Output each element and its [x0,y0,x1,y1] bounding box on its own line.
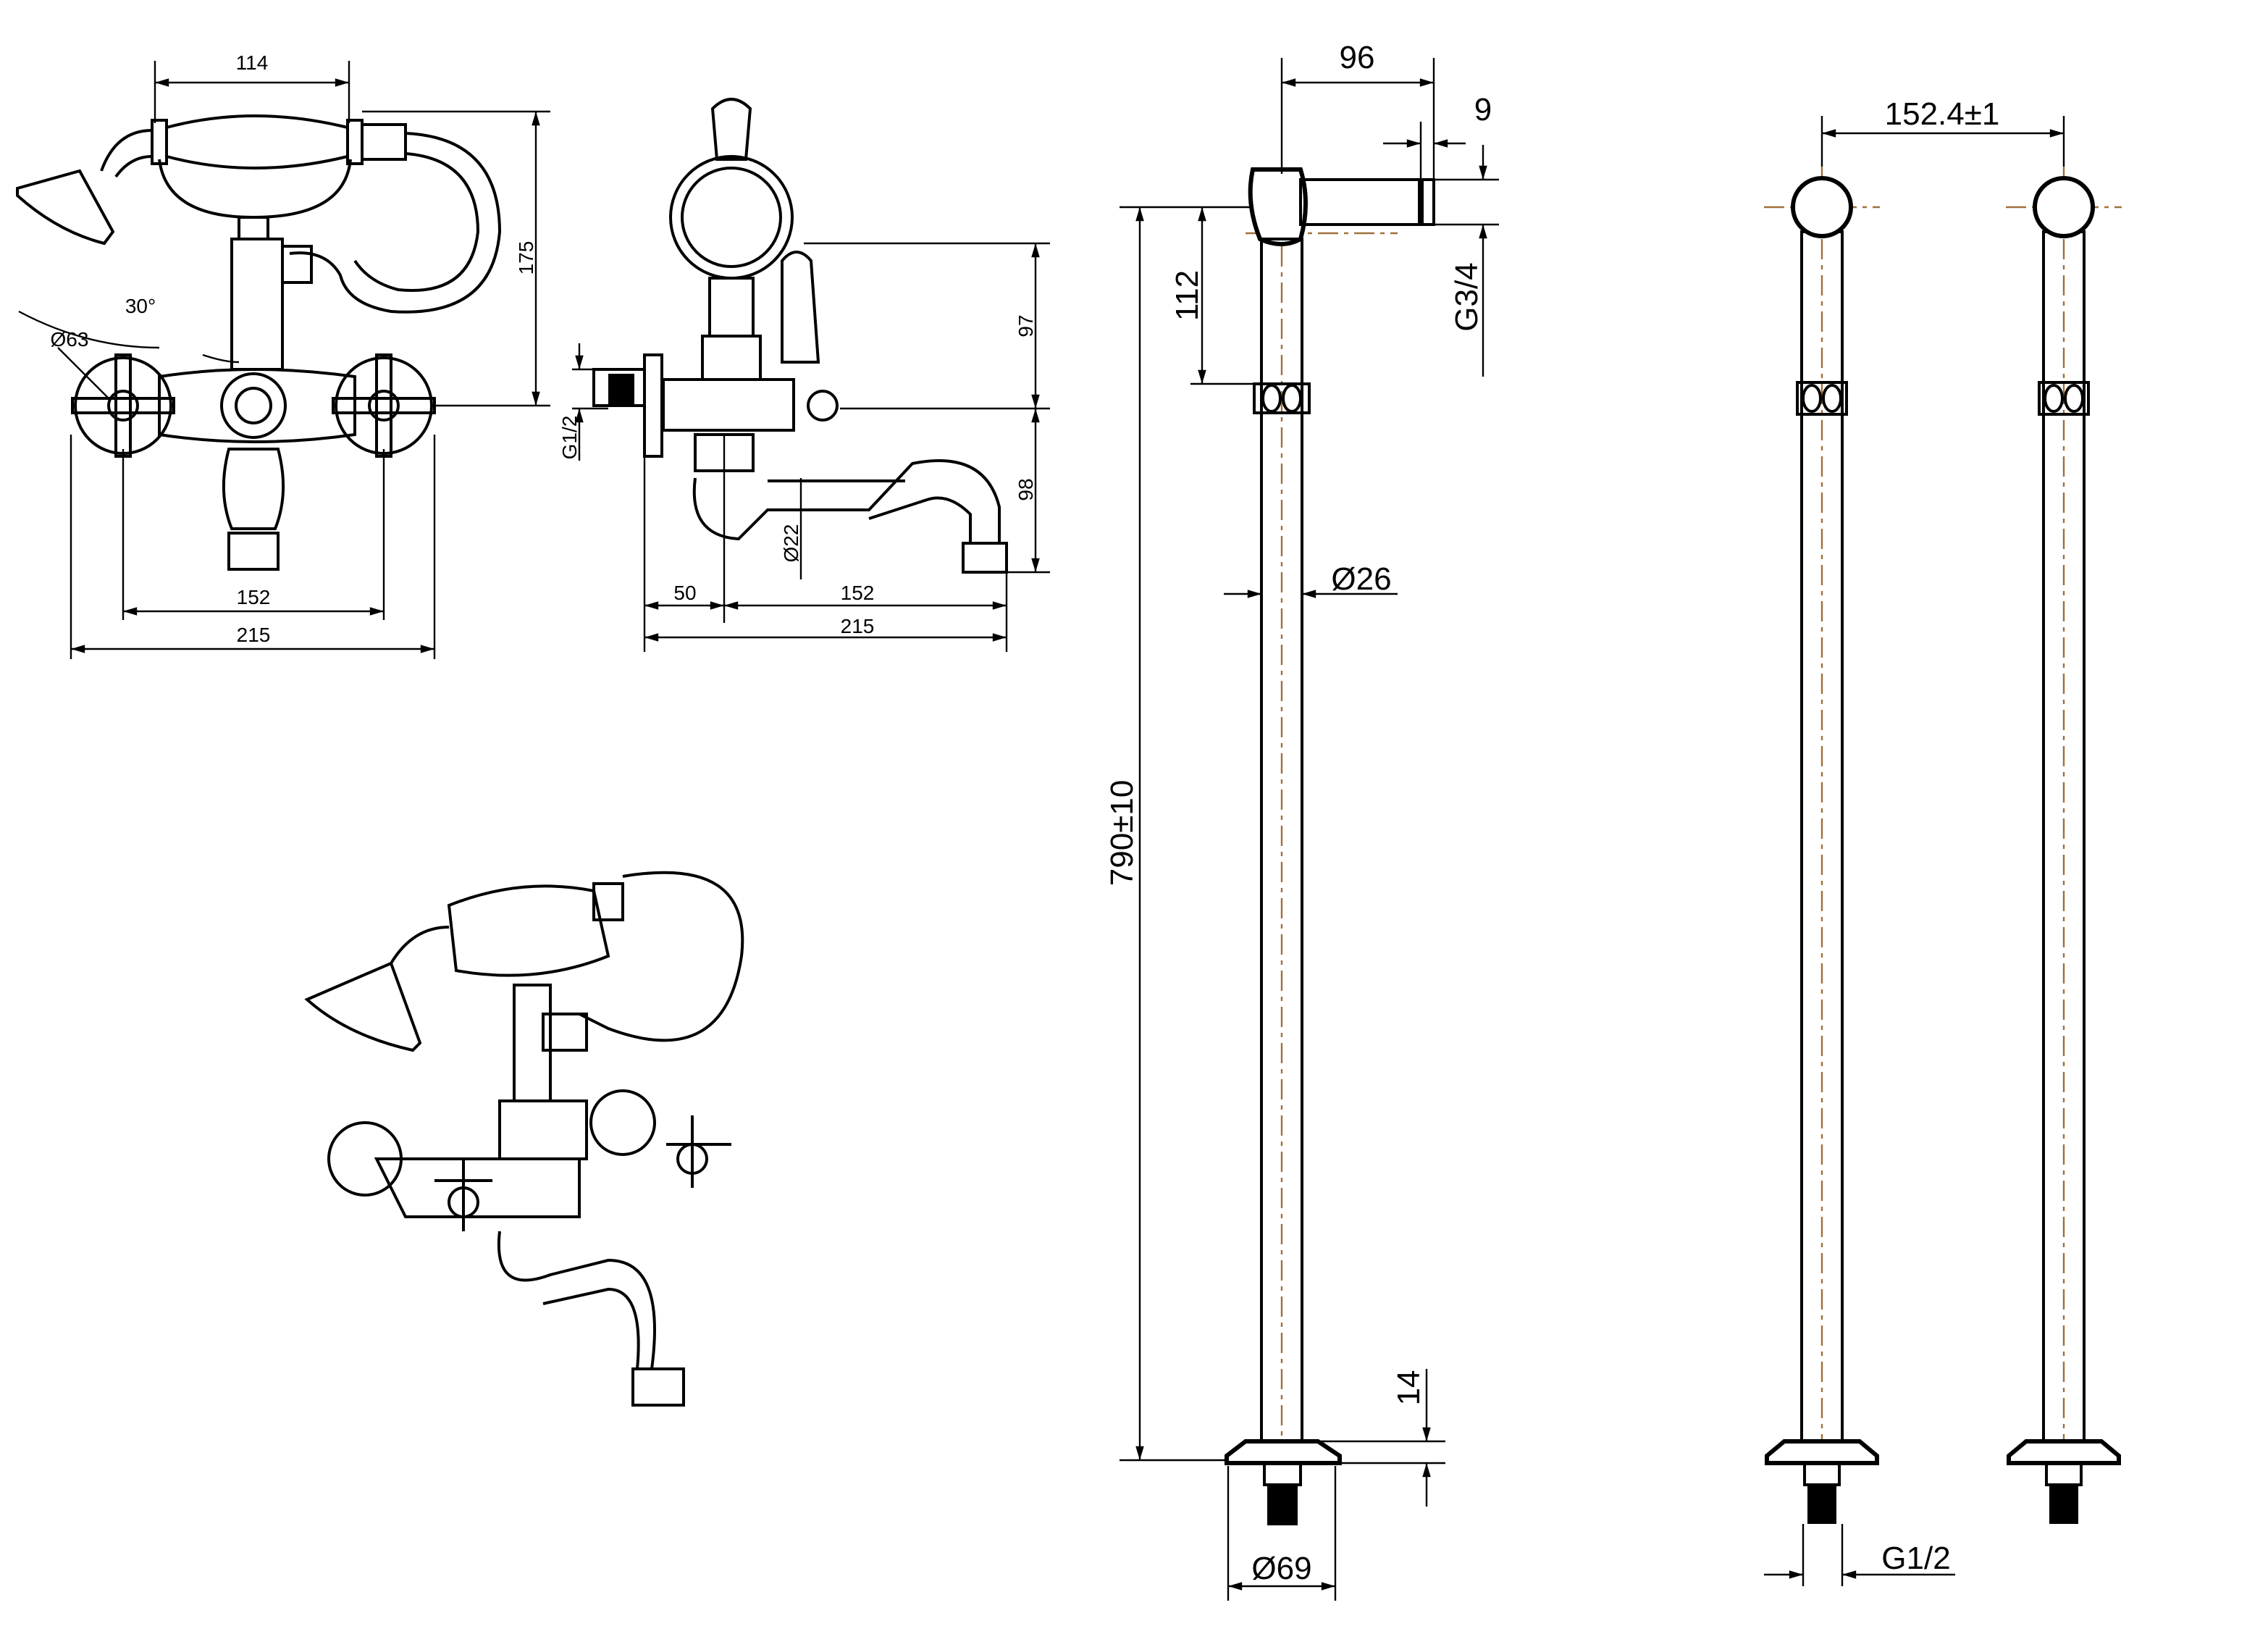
dim-wall: 50 [673,582,696,604]
isometric-view [304,871,744,1407]
dim-spout-dia: Ø22 [780,524,802,563]
dim-ring-height: 112 [1169,270,1205,321]
riser-right [2006,167,2122,1524]
dim-inlet-thread: G1/2 [558,416,581,460]
shower-head-icon [304,926,450,1052]
dim-lower: 98 [1015,478,1037,500]
dim-upper: 97 [1015,314,1037,337]
dim-handle-dia: Ø63 [51,328,89,351]
riser-left [1764,167,1880,1524]
side-view: 97 98 G1/2 Ø22 50 152 215 [558,98,1050,652]
dim-tail-thread: G1/2 [1881,1541,1950,1576]
dim-flange: 14 [1391,1370,1427,1406]
dim-riser-spacing: 152.4±1 [1885,96,2000,132]
handle-right [332,353,436,458]
shower-head-icon [669,155,794,280]
dim-base-dia: Ø69 [1251,1551,1311,1586]
riser-side-view: 96 9 G3/4 112 790±10 Ø26 14 Ø69 [1104,40,1499,1601]
shower-head-icon [16,169,115,246]
front-view: 114 175 Ø63 30° 152 215 [16,51,550,659]
riser-front-view: 152.4±1 G1/2 [1764,96,2122,1586]
dim-centers: 152 [237,586,271,608]
dim-handset-width: 114 [236,51,269,74]
mixer-body [158,216,356,571]
dim-arm: 96 [1340,40,1375,75]
dim-total: 215 [237,624,271,646]
dim-pipe-dia: Ø26 [1331,561,1391,597]
angle-label: 30° [125,295,156,317]
handset [16,114,502,314]
dim-height: 175 [515,241,537,275]
dim-riser-length: 790±10 [1104,780,1140,887]
dim-outlet-thread: G3/4 [1449,262,1484,331]
dim-reach: 152 [841,582,875,604]
dim-total: 215 [841,615,875,637]
dim-outlet-length: 9 [1474,92,1492,127]
